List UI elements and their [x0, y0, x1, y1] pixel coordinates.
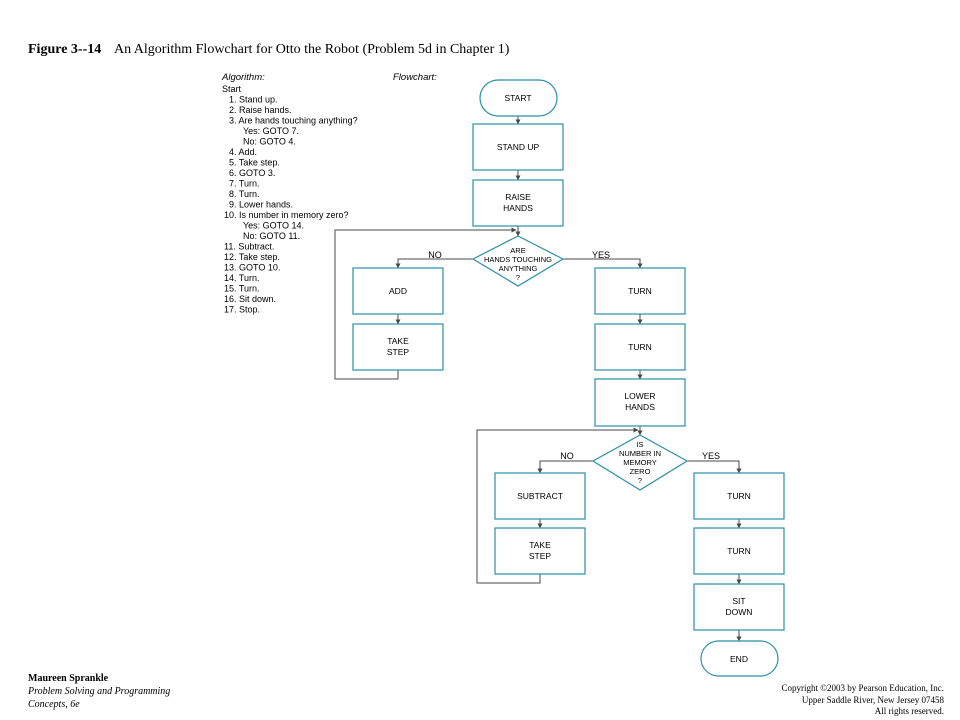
book-title-line: Concepts, 6e: [28, 699, 80, 710]
author-name: Maureen Sprankle: [28, 673, 109, 684]
algorithm-line: 17. Stop.: [224, 305, 260, 315]
no-label: NO: [428, 250, 442, 260]
algorithm-line: Start: [222, 84, 242, 94]
copyright-line: Copyright ©2003 by Pearson Education, In…: [781, 683, 944, 693]
stand-up-label: STAND UP: [497, 142, 540, 152]
algorithm-line: Yes: GOTO 7.: [243, 126, 299, 136]
algorithm-line: 14. Turn.: [224, 273, 260, 283]
copyright-line: All rights reserved.: [874, 706, 944, 716]
algorithm-line: 13. GOTO 10.: [224, 263, 280, 273]
lower-hands-label: LOWER: [624, 391, 655, 401]
connector-lines: [334, 116, 742, 642]
algorithm-line: 11. Subtract.: [224, 242, 274, 252]
sit-down-label: DOWN: [726, 607, 753, 617]
decision1-label: ?: [516, 273, 520, 282]
end-terminal: [700, 640, 779, 677]
algorithm-line: 5. Take step.: [229, 158, 280, 168]
turn-label: TURN: [727, 546, 751, 556]
turn-label: TURN: [727, 491, 751, 501]
start-terminal: [479, 79, 558, 117]
arrow-decision1-yes: [563, 258, 643, 269]
book-title-line: Problem Solving and Programming: [28, 686, 171, 697]
flowchart-heading: Flowchart:: [393, 72, 437, 83]
add-label: ADD: [389, 286, 407, 296]
decision1-label: ARE: [510, 246, 525, 255]
turn-box: [594, 267, 686, 315]
algorithm-line: 3. Are hands touching anything?: [229, 116, 358, 126]
decision2-label: MEMORY: [623, 458, 657, 467]
algorithm-line: 15. Turn.: [224, 284, 260, 294]
algorithm-line: 10. Is number in memory zero?: [224, 210, 349, 220]
start-label: START: [504, 93, 531, 103]
no-label: NO: [560, 451, 574, 461]
algorithm-line: 6. GOTO 3.: [229, 168, 275, 178]
end-label: END: [730, 654, 748, 664]
algorithm-line: No: GOTO 11.: [243, 231, 300, 241]
raise-hands-box: [472, 179, 564, 227]
loop-back-line-1: [334, 227, 517, 380]
turn-label: TURN: [628, 342, 652, 352]
algorithm-line: Yes: GOTO 14.: [243, 221, 304, 231]
algorithm-heading: Algorithm:: [221, 72, 265, 83]
raise-hands-label: HANDS: [503, 203, 533, 213]
footer-copyright: Copyright ©2003 by Pearson Education, In…: [781, 683, 944, 718]
decision2-label: NUMBER IN: [619, 449, 661, 458]
sit-down-label: SIT: [732, 596, 745, 606]
algorithm-line: 9. Lower hands.: [229, 200, 293, 210]
algorithm-line: 4. Add.: [229, 147, 257, 157]
figure-label: Figure 3--14: [28, 42, 102, 57]
yes-label: YES: [592, 250, 610, 260]
decision1-label: HANDS TOUCHING: [484, 255, 552, 264]
algorithm-line: 2. Raise hands.: [229, 105, 292, 115]
raise-hands-label: RAISE: [505, 192, 531, 202]
copyright-line: Upper Saddle River, New Jersey 07458: [801, 694, 944, 705]
arrow-decision2-no: [537, 460, 593, 474]
stand-up-box: [472, 123, 564, 171]
sit-down-box: [693, 583, 785, 631]
decision-hands-touching: [471, 235, 565, 287]
algorithm-line: 8. Turn.: [229, 189, 260, 199]
algorithm-line: 16. Sit down.: [224, 294, 276, 304]
lower-hands-box: [594, 378, 686, 427]
take-step-label: STEP: [529, 551, 552, 561]
take-step-box: [494, 527, 586, 575]
arrow-decision2-yes: [687, 460, 742, 474]
figure-title: An Algorithm Flowchart for Otto the Robo…: [113, 42, 510, 57]
algorithm-line: 12. Take step.: [224, 252, 280, 262]
take-step-label: STEP: [387, 347, 410, 357]
algorithm-line: 1. Stand up.: [229, 95, 278, 105]
take-step-label: TAKE: [529, 540, 551, 550]
algorithm-line: No: GOTO 4.: [243, 137, 296, 147]
lower-hands-label: HANDS: [625, 402, 655, 412]
take-step-label: TAKE: [387, 336, 409, 346]
decision2-label: IS: [636, 440, 643, 449]
add-box: [352, 267, 444, 315]
loop-back-line-2: [476, 427, 639, 584]
take-step-box: [352, 323, 444, 371]
turn-label: TURN: [628, 286, 652, 296]
yes-label: YES: [702, 451, 720, 461]
subtract-label: SUBTRACT: [517, 491, 563, 501]
decision2-label: ?: [638, 476, 642, 485]
decision-number-zero: [591, 434, 689, 491]
decision2-label: ZERO: [630, 467, 651, 476]
algorithm-text: Algorithm: Start 1. Stand up. 2. Raise h…: [221, 72, 358, 315]
figure-caption: Figure 3--14 An Algorithm Flowchart for …: [28, 42, 509, 58]
footer-book-info: Maureen Sprankle Problem Solving and Pro…: [28, 672, 170, 711]
turn-box: [693, 527, 785, 575]
arrow-decision1-no: [395, 258, 473, 269]
turn-box: [594, 323, 686, 371]
algorithm-line: 7. Turn.: [229, 179, 260, 189]
turn-box: [693, 472, 785, 520]
subtract-box: [494, 472, 586, 520]
decision1-label: ANYTHING: [499, 264, 538, 273]
